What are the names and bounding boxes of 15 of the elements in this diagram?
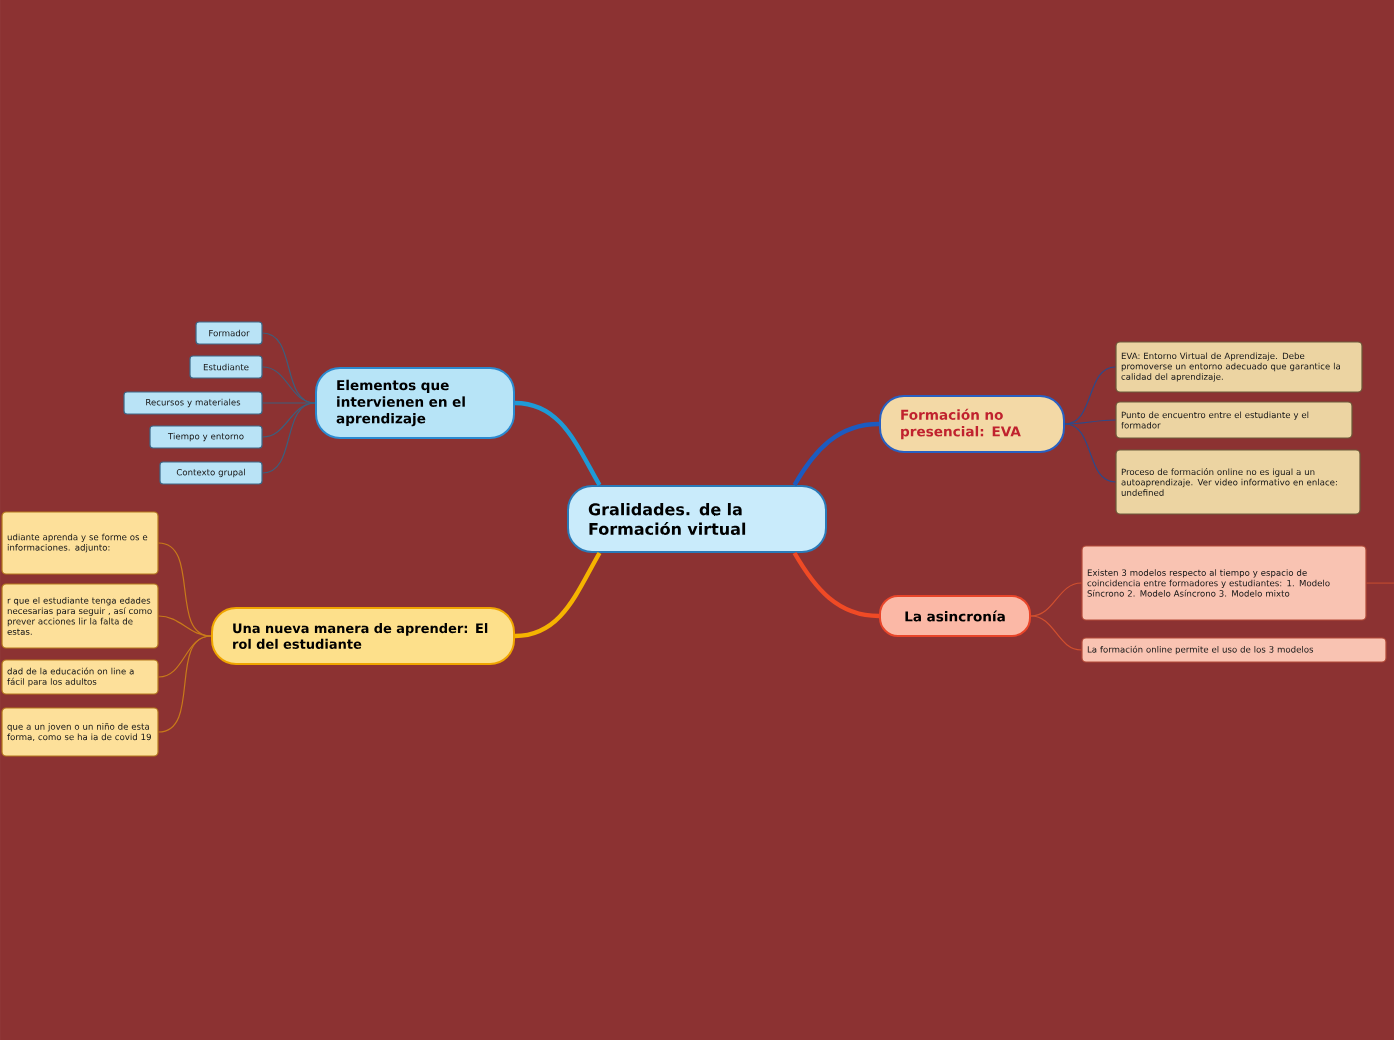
connector-line — [262, 402, 316, 474]
connector-line — [792, 551, 880, 619]
connector-line — [158, 635, 212, 733]
connector-line — [1366, 582, 1394, 584]
connector-line — [158, 615, 212, 637]
connector-line — [1030, 582, 1082, 617]
connector-line — [514, 400, 602, 487]
connector-line — [792, 421, 880, 487]
central-topic: Gralidades. de la Formación virtual — [567, 485, 827, 553]
connector-line — [1064, 366, 1116, 425]
connector-line — [1064, 423, 1116, 483]
connector-line — [1030, 615, 1082, 651]
connector-line — [514, 551, 602, 639]
connector-line — [262, 402, 316, 438]
connector-line — [1064, 419, 1116, 425]
